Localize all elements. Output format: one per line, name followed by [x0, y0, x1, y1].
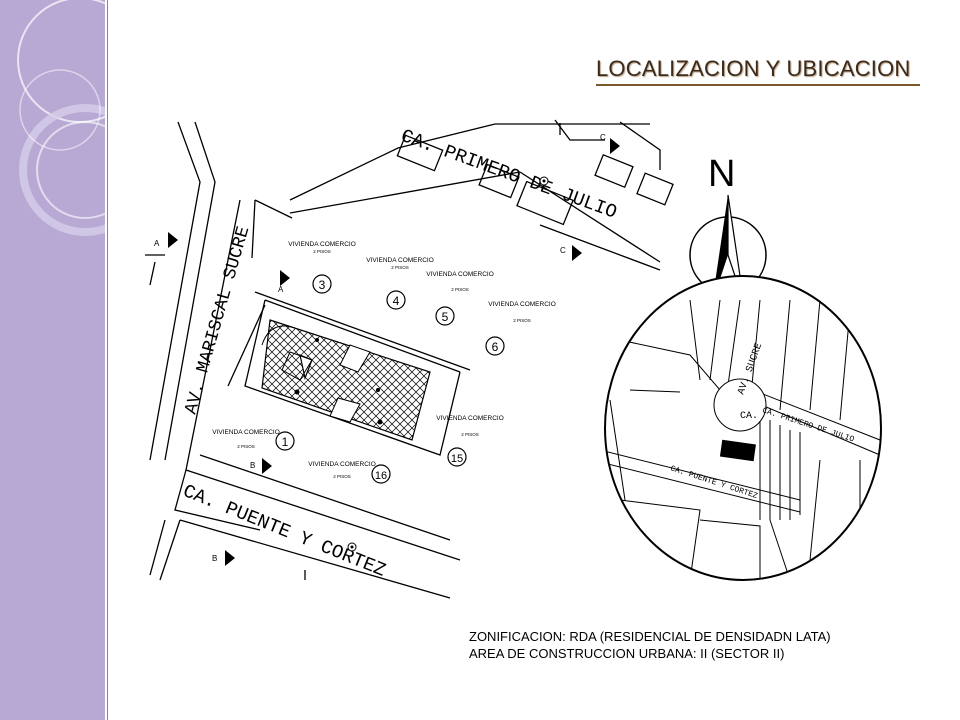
site-hatched-area — [261, 319, 431, 441]
section-mark: C — [560, 246, 566, 255]
zoning-note: ZONIFICACION: RDA (RESIDENCIAL DE DENSID… — [469, 629, 831, 644]
lot-number: 5 — [442, 310, 449, 324]
lot-use: VIVIENDA COMERCIO — [426, 271, 494, 278]
lot-number: 16 — [375, 470, 387, 482]
key-map-label: CA. — [740, 411, 758, 422]
zoning-notes: ZONIFICACION: RDA (RESIDENCIAL DE DENSID… — [469, 628, 831, 662]
section-marks: A A B B C C — [154, 133, 620, 566]
lot-floors: 2 PISOS — [461, 432, 479, 437]
street-puente-y-cortez: CA. PUENTE Y CORTEZ — [180, 480, 389, 582]
section-mark: A — [278, 285, 284, 294]
section-mark: B — [250, 461, 255, 470]
lot-use: VIVIENDA COMERCIO — [308, 461, 376, 468]
sidebar-circles — [17, 0, 105, 236]
key-map: AV. SUCRE CA. CA. PRIMERO DE JULIO CA. P… — [604, 275, 882, 581]
lot-floors: 2 PISOS — [451, 287, 469, 292]
lot-number: 4 — [393, 294, 400, 308]
section-mark: A — [154, 239, 160, 248]
lot-floors: 2 PISOS — [391, 265, 409, 270]
lot-number: 6 — [492, 340, 499, 354]
construction-area-note: AREA DE CONSTRUCCION URBANA: II (SECTOR … — [469, 646, 785, 661]
lot-use: VIVIENDA COMERCIO — [288, 241, 356, 248]
street-lines — [145, 119, 674, 599]
lot-floors: 2 PISOS — [333, 474, 351, 479]
title-underline — [596, 84, 920, 86]
lot-floors: 2 PISOS — [313, 249, 331, 254]
north-label: N — [708, 153, 735, 195]
lot-labels: VIVIENDA COMERCIO 2 PISOS 3 VIVIENDA COM… — [212, 241, 556, 484]
street-mariscal-sucre: AV. MARISCAL SUCRE — [182, 224, 255, 416]
lot-use: VIVIENDA COMERCIO — [366, 257, 434, 264]
lot-number: 15 — [451, 453, 463, 465]
lot-floors: 2 PISOS — [513, 318, 531, 323]
lot-use: VIVIENDA COMERCIO — [488, 301, 556, 308]
slide-title: LOCALIZACION Y UBICACION — [596, 56, 911, 81]
section-mark: C — [600, 133, 606, 142]
lot-floors: 2 PISOS — [237, 444, 255, 449]
section-mark: B — [212, 554, 217, 563]
lot-number: 3 — [319, 278, 326, 292]
lot-use: VIVIENDA COMERCIO — [212, 429, 280, 436]
lot-use: VIVIENDA COMERCIO — [436, 415, 504, 422]
decorative-sidebar — [0, 0, 107, 720]
lot-number: 1 — [282, 435, 289, 449]
